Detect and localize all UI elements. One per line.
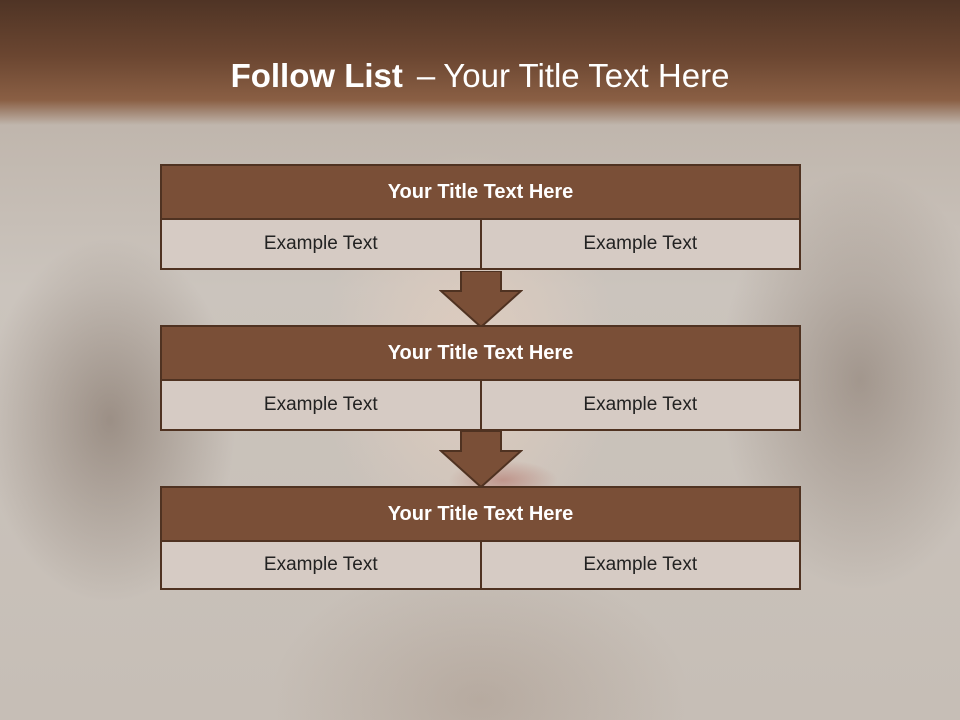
slide-title-bold: Follow List	[230, 57, 403, 94]
block-cell-right: Example Text	[481, 381, 801, 431]
block-title: Your Title Text Here	[160, 164, 801, 220]
block-title: Your Title Text Here	[160, 325, 801, 381]
block-cell-right: Example Text	[481, 542, 801, 590]
slide-title-separator: –	[416, 57, 436, 94]
list-block-3: Your Title Text Here Example Text Exampl…	[160, 486, 801, 590]
block-title: Your Title Text Here	[160, 486, 801, 542]
list-block-1: Your Title Text Here Example Text Exampl…	[160, 164, 801, 270]
block-cell-left: Example Text	[160, 381, 482, 431]
block-cell-left: Example Text	[160, 220, 482, 270]
block-cell-left: Example Text	[160, 542, 482, 590]
block-cell-right: Example Text	[481, 220, 801, 270]
slide-title: Follow List–Your Title Text Here	[0, 56, 960, 96]
block-row: Example Text Example Text	[160, 542, 801, 590]
block-row: Example Text Example Text	[160, 381, 801, 431]
down-arrow-icon	[439, 431, 523, 489]
header-band: Follow List–Your Title Text Here	[0, 0, 960, 125]
down-arrow-icon	[439, 271, 523, 329]
block-row: Example Text Example Text	[160, 220, 801, 270]
slide-title-rest: Your Title Text Here	[443, 57, 730, 94]
list-block-2: Your Title Text Here Example Text Exampl…	[160, 325, 801, 431]
